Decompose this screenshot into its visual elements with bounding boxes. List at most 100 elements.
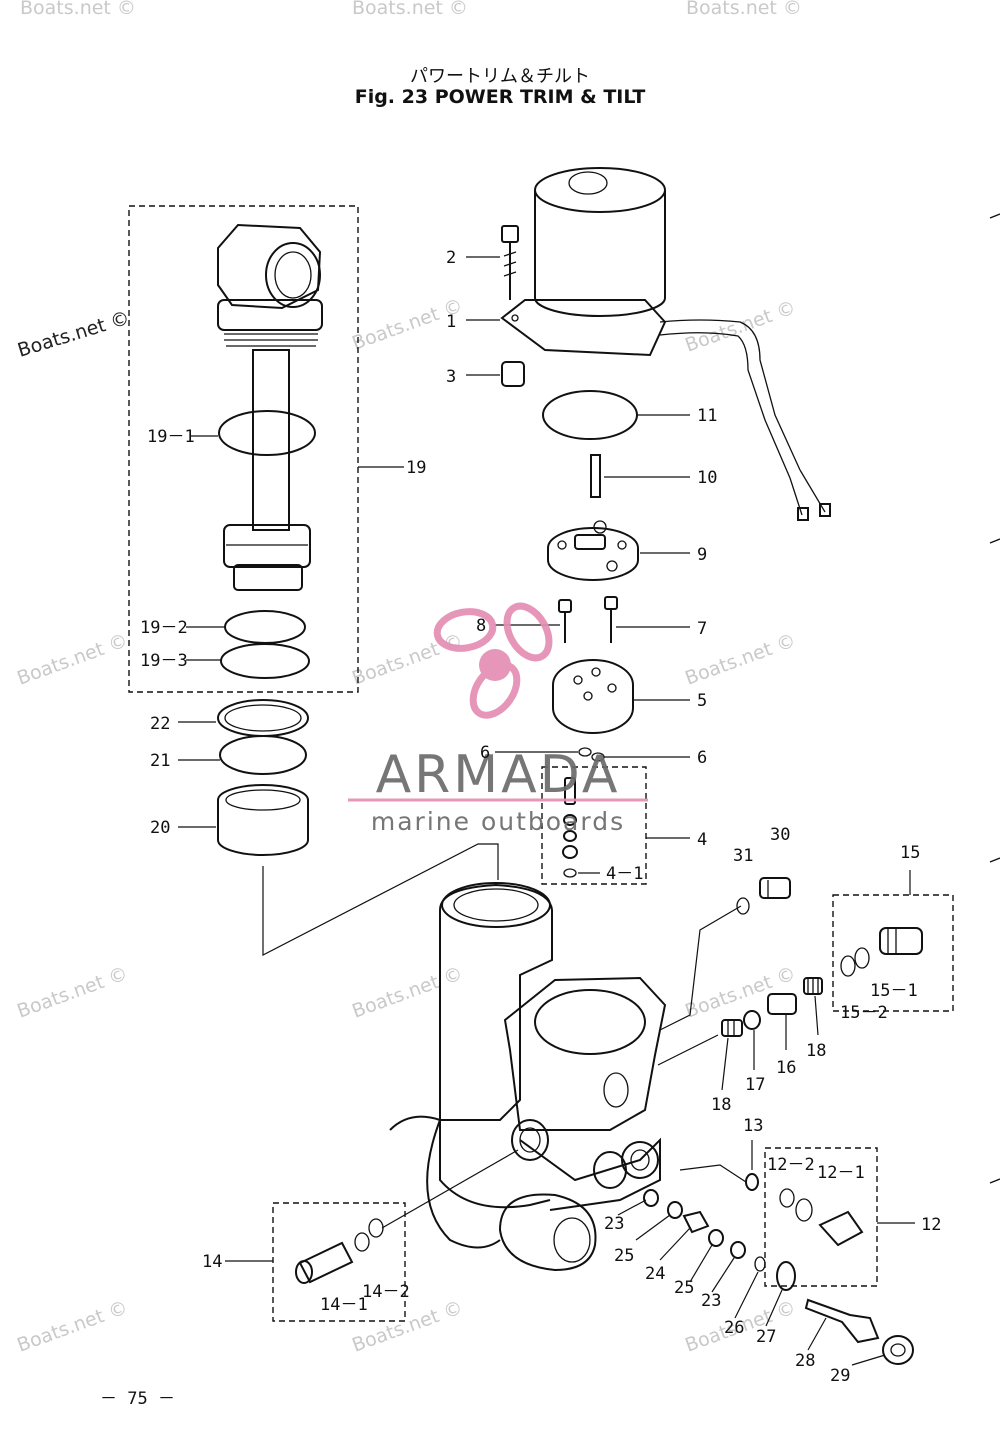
o-ring-27 [776,1261,796,1291]
callout-8: 8 [476,616,486,636]
o-ring-11 [542,390,638,440]
o-ring-12-1 [795,1198,813,1222]
edge-marks [989,213,1000,1184]
o-ring-14-2 [368,1218,384,1238]
leader-line [851,1354,886,1366]
valve-28 [804,1298,880,1344]
o-ring-19-1 [218,410,316,456]
callout-12: 12 [921,1215,941,1235]
watermark-layer: Boats.net © Boats.net © Boats.net © Boat… [14,0,802,1357]
page-number: － 75 － [100,1389,175,1409]
o-ring-15-1 [854,947,870,969]
spring-18b [721,1019,743,1037]
o-ring-26 [754,1256,766,1272]
washer-23 [643,1189,659,1207]
o-ring-14-1 [354,1232,370,1252]
callout-13: 13 [743,1116,763,1136]
leader-line [807,1317,827,1351]
callout-7: 7 [697,619,707,639]
leader-line [617,1199,647,1216]
valve-16 [767,993,797,1015]
tilt-cylinder-rod [217,223,323,591]
callout-1: 1 [446,312,456,332]
leader-line [734,1271,759,1319]
callout-19-2: 19－2 [140,618,188,638]
o-ring-13 [745,1173,759,1191]
watermark: Boats.net © [14,1296,130,1356]
bushing-20 [217,784,309,856]
callout-12-1: 12－1 [817,1163,865,1183]
callout-21: 21 [150,751,170,771]
callout-5: 5 [697,691,707,711]
callout-23-right: 23 [701,1291,721,1311]
valve-24 [682,1210,710,1234]
trim-tilt-housing [389,882,667,1272]
group-12-box [764,1147,878,1287]
callout-28: 28 [795,1351,815,1371]
leader-line [659,905,742,1031]
callout-23-left: 23 [604,1214,624,1234]
callout-6-right: 6 [697,748,707,768]
o-ring-12-2 [779,1188,795,1208]
ring-17 [743,1010,761,1030]
armada-logo: ARMADA marine outboards [348,602,648,836]
watermark: Boats.net © [349,629,465,689]
leader-line [711,1257,735,1293]
callout-17: 17 [745,1075,765,1095]
callout-14-2: 14－2 [362,1282,410,1302]
pump-gear-9 [547,520,639,581]
bolt-7 [604,596,618,643]
leader-line [381,1149,519,1229]
spring-25 [667,1201,683,1219]
brand-tagline: marine outboards [371,807,625,836]
washer-23b [730,1241,746,1259]
callout-19-3: 19－3 [140,651,188,671]
leader-line [262,843,499,956]
group-14-box [272,1202,406,1322]
callout-27: 27 [756,1327,776,1347]
callout-6-left: 6 [480,743,490,763]
watermark: Boats.net © [349,962,465,1022]
callout-14: 14 [202,1252,222,1272]
leader-line [765,1289,783,1327]
leader-line [659,1227,691,1261]
pin-10 [590,454,601,498]
watermark: Boats.net © [14,629,130,689]
title-japanese: パワートリム＆チルト [410,66,590,87]
washer-29 [882,1335,914,1365]
callout-30: 30 [770,825,790,845]
valve-4 [564,777,576,805]
watermark: Boats.net © [352,0,468,19]
callout-15-2: 15－2 [840,1003,888,1023]
plug-30 [759,877,791,899]
callout-2: 2 [446,248,456,268]
bolt-2 [501,225,519,300]
callout-19: 19 [406,458,426,478]
watermark: Boats.net © [686,0,802,19]
brand-name: ARMADA [376,745,621,805]
leader-line [721,1037,729,1091]
callout-4: 4 [697,830,707,850]
trim-motor [500,167,831,521]
collar-3 [501,361,525,387]
group-19-box [128,205,359,693]
spring-25b [708,1229,724,1247]
leader-line [814,995,819,1036]
callout-24: 24 [645,1264,665,1284]
watermark: Boats.net © [14,962,130,1022]
callout-16: 16 [776,1058,796,1078]
leader-line [635,1214,671,1241]
watermark-dark: Boats.net © [15,307,132,362]
callout-19-1: 19－1 [147,427,195,447]
o-ring-6 [578,747,592,757]
valve-12 [818,1210,864,1247]
callout-18-left: 18 [711,1095,731,1115]
callout-25-right: 25 [674,1278,694,1298]
valve-15 [879,927,923,955]
o-ring-31 [736,897,750,915]
group-15-box [832,894,954,1012]
callout-25-left: 25 [614,1246,634,1266]
callout-14-1: 14－1 [320,1295,368,1315]
leader-line [689,1244,713,1283]
